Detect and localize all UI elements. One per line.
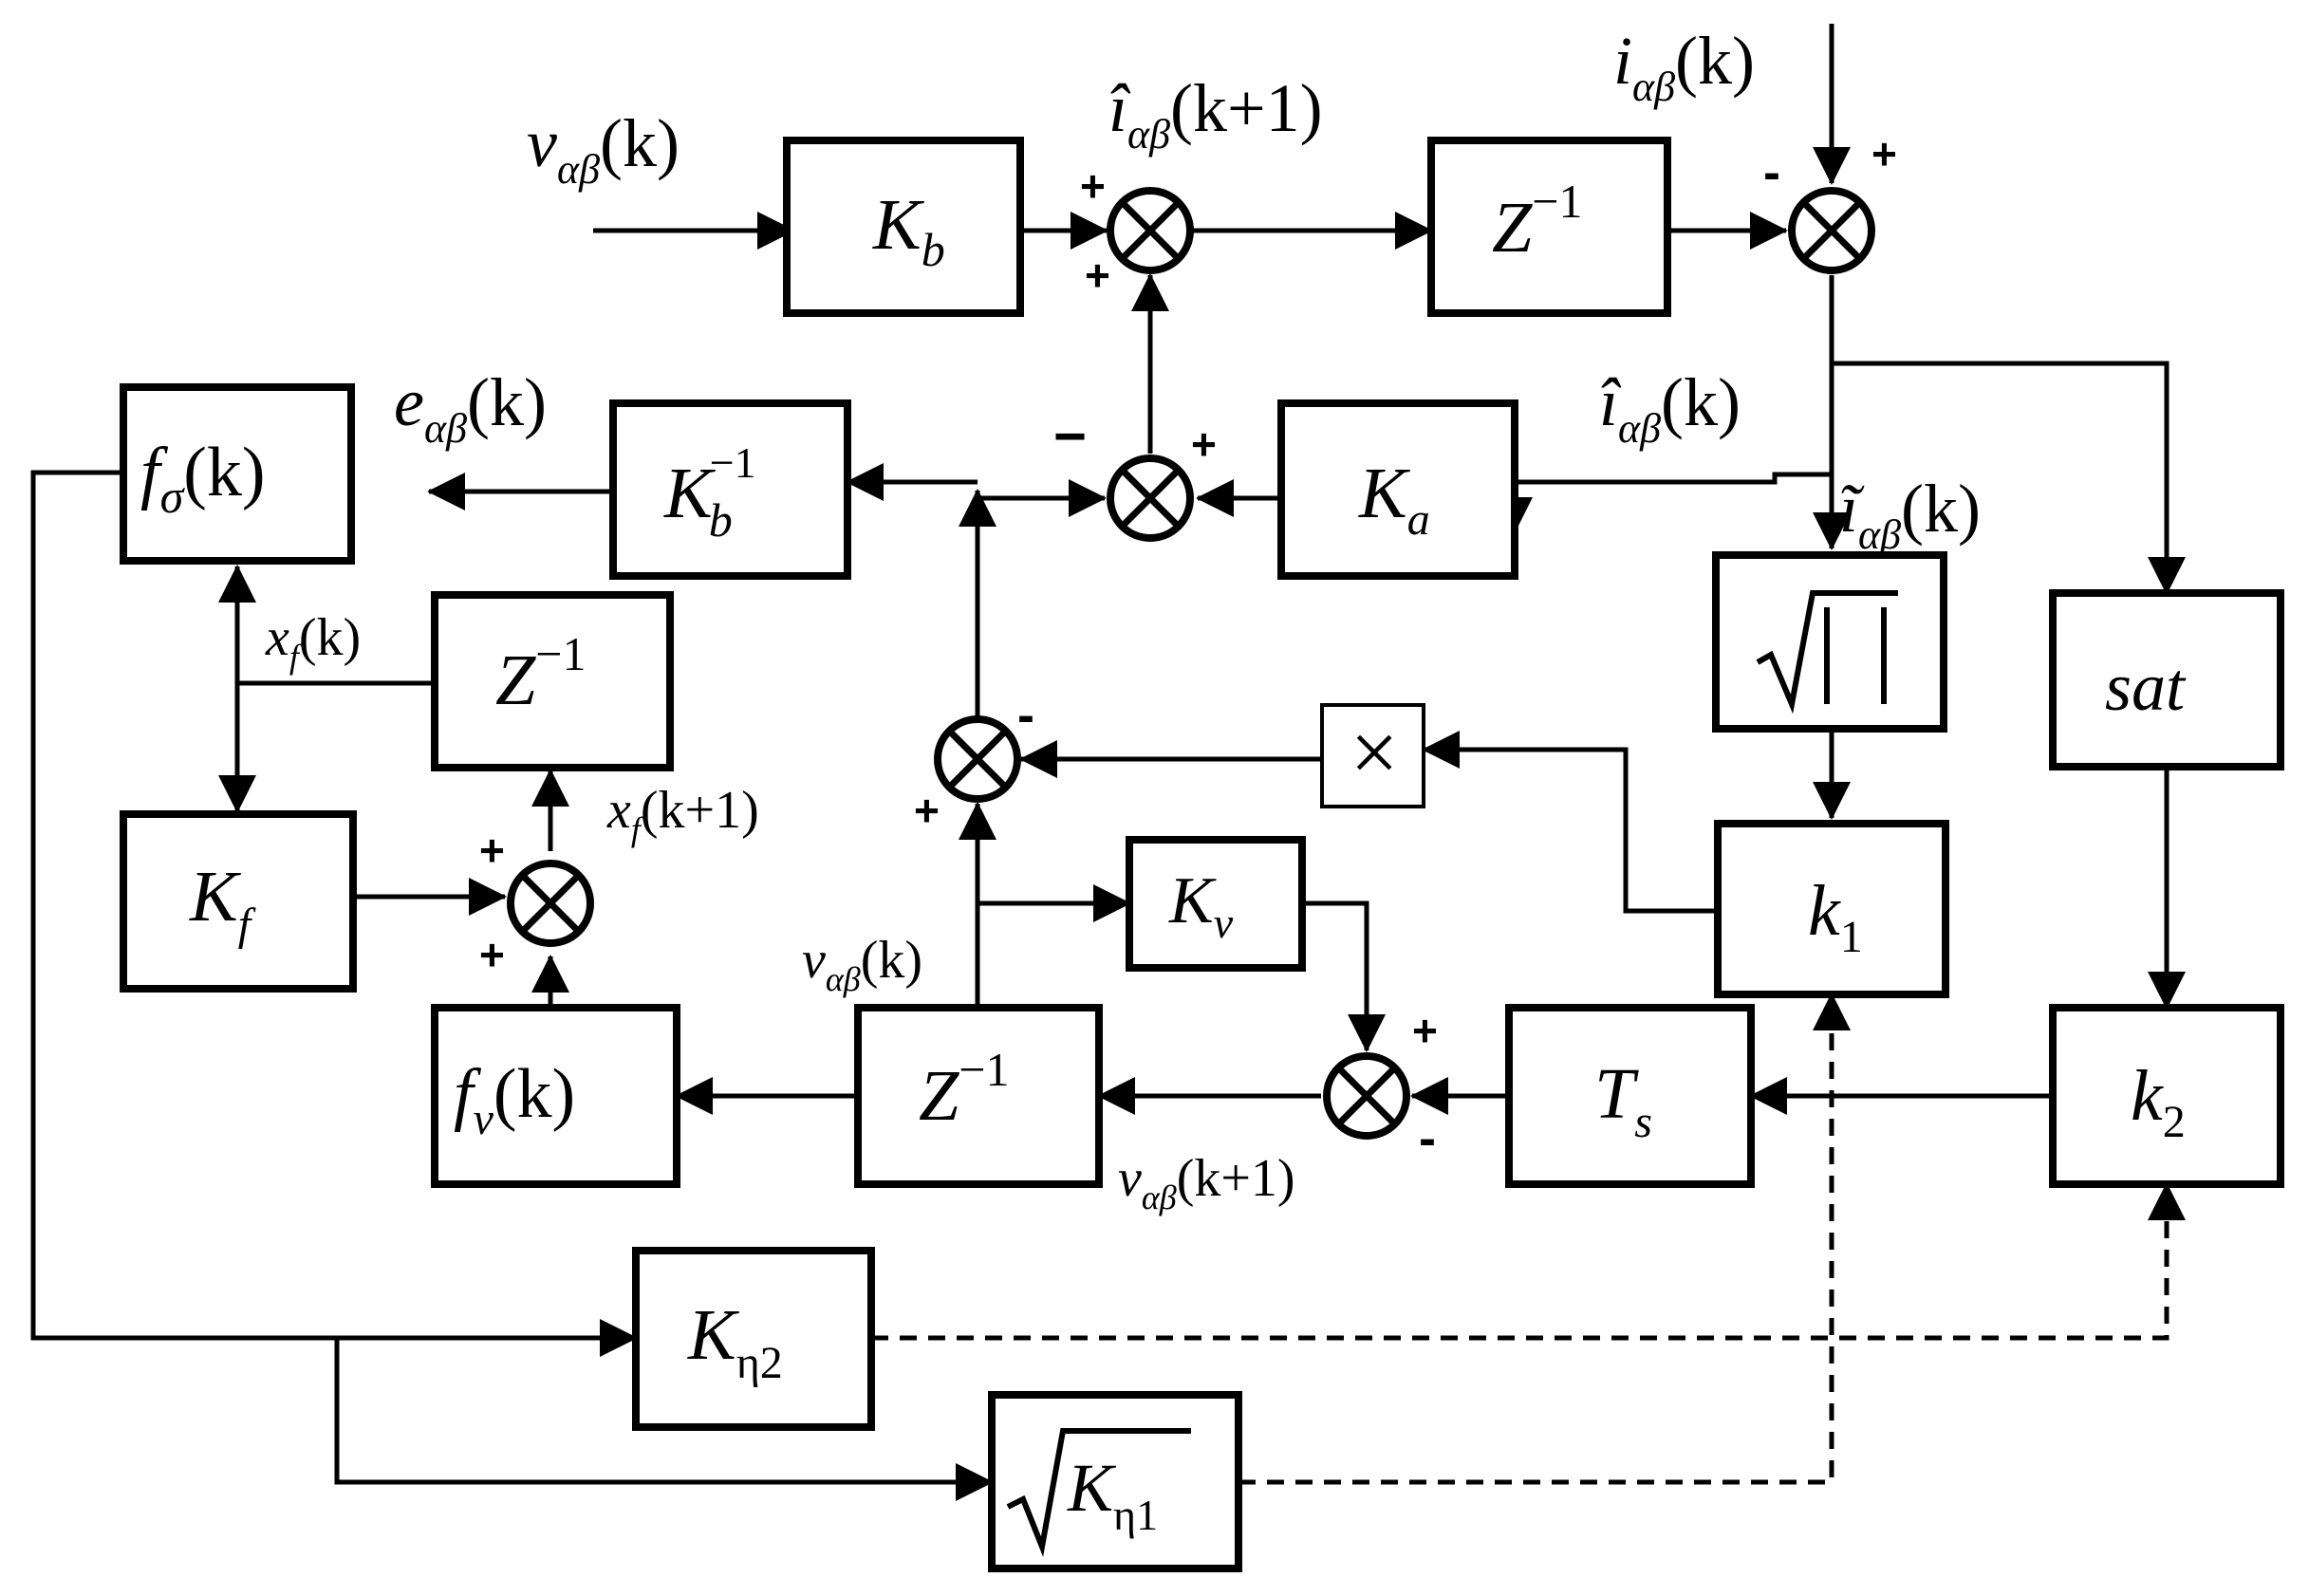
- sqrt-icon: [1006, 1428, 1191, 1557]
- block-keta2[interactable]: Kη2: [632, 1247, 875, 1431]
- label-i-measured: iαβ(k): [1613, 23, 1755, 110]
- svg-text:Kη1: Kη1: [1067, 1450, 1158, 1539]
- block-z-mid[interactable]: Z−1: [431, 591, 674, 771]
- label-ihat-next: îαβ(k+1): [1108, 70, 1323, 158]
- block-k2[interactable]: k2: [2049, 1004, 2284, 1188]
- sum-junction-bottom: [1323, 1052, 1410, 1140]
- sign-minus: -: [1017, 687, 1034, 744]
- sign-plus: +: [1871, 129, 1897, 178]
- sign-plus: +: [479, 826, 505, 875]
- svg-text:sat: sat: [2105, 649, 2187, 725]
- svg-text:Z−1: Z−1: [919, 1043, 1009, 1136]
- svg-text:Kb−1: Kb−1: [663, 438, 756, 547]
- sum-junction-lower-left: [934, 715, 1021, 803]
- sign-plus: +: [1080, 161, 1106, 211]
- svg-text:Ka: Ka: [1358, 454, 1430, 545]
- block-z-bottom[interactable]: Z−1: [854, 1004, 1103, 1188]
- block-sqrt-keta1[interactable]: Kη1: [988, 1391, 1242, 1572]
- label-v-k: vαβ(k): [802, 931, 922, 998]
- svg-text:Kb: Kb: [872, 185, 945, 276]
- sign-plus: +: [479, 930, 505, 979]
- sign-minus: -: [1419, 1110, 1436, 1167]
- dashed-keta2-to-k2: [871, 1182, 2186, 1341]
- block-f-sigma[interactable]: fσ(k): [120, 383, 355, 565]
- label-v-in: vαβ(k): [527, 105, 680, 193]
- block-sat[interactable]: sat: [2049, 589, 2284, 770]
- block-kf[interactable]: Kf: [120, 810, 357, 993]
- times-icon: ×: [1345, 706, 1403, 800]
- block-k1[interactable]: k1: [1714, 820, 1949, 998]
- sum-junction-mid: [1107, 455, 1194, 542]
- label-xf-k: xf(k): [265, 608, 361, 676]
- sum-junction-right: [1788, 187, 1875, 274]
- sign-labels: + + - + − + - + + + + -: [479, 129, 1897, 1167]
- svg-text:fσ(k): fσ(k): [140, 434, 266, 523]
- sign-minus: −: [1053, 404, 1087, 468]
- block-sqrt-abs[interactable]: [1712, 551, 1947, 733]
- svg-text:Kv: Kv: [1168, 864, 1234, 947]
- svg-text:k2: k2: [2131, 1056, 2186, 1147]
- label-xf-next: xf(k+1): [606, 781, 759, 848]
- line-fsigma-to-keta1: [334, 1338, 994, 1501]
- sign-plus: +: [1191, 419, 1217, 469]
- svg-text:k1: k1: [1808, 871, 1863, 962]
- svg-text:Kη2: Kη2: [687, 1295, 783, 1388]
- dashed-keta1-to-k1: [1238, 993, 1851, 1485]
- sqrt-icon: [1756, 590, 1898, 714]
- block-ts[interactable]: Ts: [1505, 1004, 1755, 1188]
- line-k1-to-mult: [1422, 731, 1718, 914]
- label-e-out: eαβ(k): [394, 364, 547, 452]
- sign-plus: +: [914, 786, 940, 835]
- svg-text:Z−1: Z−1: [1492, 175, 1582, 268]
- svg-text:fv(k): fv(k): [454, 1055, 575, 1144]
- block-kb-inverse[interactable]: Kb−1: [609, 399, 851, 580]
- block-multiplier[interactable]: ×: [1320, 703, 1425, 808]
- label-itilde-k: ĩαβ(k): [1839, 471, 1981, 558]
- line-kv-to-sum-bot: [1302, 900, 1386, 1052]
- line-error-to-sat: [1832, 361, 2186, 595]
- block-ka[interactable]: Ka: [1277, 399, 1518, 580]
- block-fv[interactable]: fv(k): [431, 1004, 680, 1188]
- sign-minus: -: [1763, 144, 1780, 201]
- sum-junction-left: [507, 860, 594, 947]
- svg-text:Z−1: Z−1: [495, 627, 586, 720]
- label-v-next: vαβ(k+1): [1118, 1149, 1295, 1216]
- block-kb[interactable]: Kb: [783, 137, 1024, 317]
- block-z-top[interactable]: Z−1: [1427, 137, 1671, 317]
- svg-text:Ts: Ts: [1594, 1054, 1652, 1147]
- signal-lines: [30, 24, 2186, 1501]
- sign-plus: +: [1412, 1006, 1438, 1055]
- sum-junction-top: [1107, 187, 1194, 274]
- line-error-to-ka: [1495, 472, 1832, 535]
- label-ihat-k: îαβ(k): [1599, 364, 1741, 452]
- sign-plus: +: [1085, 251, 1110, 300]
- block-kv[interactable]: Kv: [1126, 836, 1306, 972]
